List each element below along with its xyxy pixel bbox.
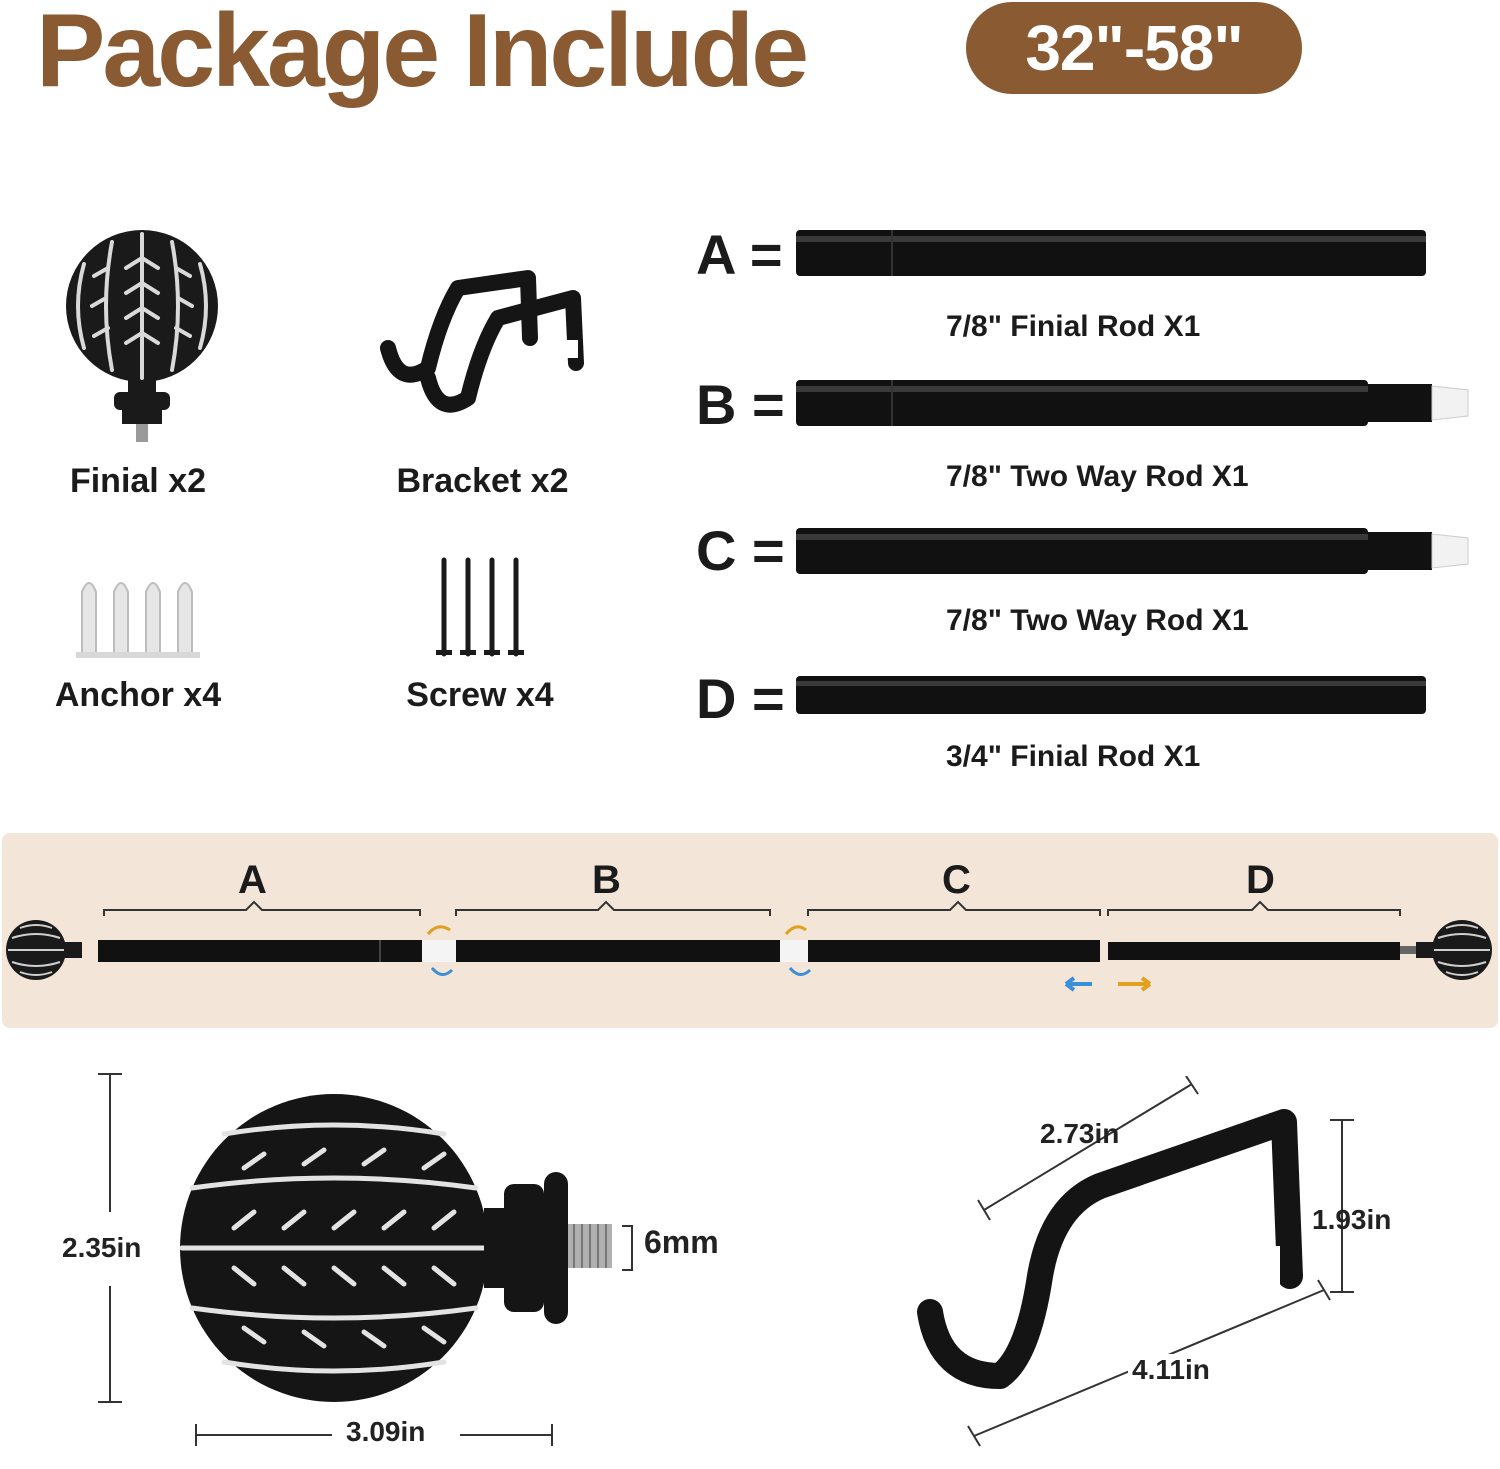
bracket-depth-label: 2.73in bbox=[1040, 1118, 1120, 1149]
segment-label-c: C bbox=[942, 858, 971, 902]
rod-c bbox=[796, 526, 1476, 576]
bracket-large-icon bbox=[900, 1076, 1420, 1456]
bracket-length-label: 4.11in bbox=[1128, 1354, 1214, 1386]
bracket-icon bbox=[378, 258, 608, 428]
rod-a bbox=[796, 228, 1436, 278]
rod-letter-b: B = bbox=[696, 373, 785, 436]
finial-thread-label: 6mm bbox=[644, 1224, 719, 1260]
rod-b bbox=[796, 378, 1476, 428]
finial-width-dimension-line bbox=[194, 1420, 554, 1450]
finial-height-label: 2.35in bbox=[62, 1232, 142, 1263]
size-badge: 32"-58" bbox=[966, 2, 1302, 94]
part-label-bracket: Bracket x2 bbox=[396, 462, 569, 500]
rod-caption-a: 7/8" Finial Rod X1 bbox=[946, 310, 1201, 343]
part-label-finial: Finial x2 bbox=[69, 462, 207, 500]
rod-letter-c: C = bbox=[696, 519, 785, 582]
rod-d bbox=[796, 674, 1436, 718]
anchor-icon bbox=[74, 572, 204, 660]
segment-label-a: A bbox=[238, 858, 267, 902]
screw-icon bbox=[432, 556, 528, 660]
page-title: Package Include bbox=[36, 0, 809, 109]
finial-large-icon bbox=[174, 1088, 644, 1428]
part-label-anchor: Anchor x4 bbox=[54, 676, 222, 714]
rod-caption-d: 3/4" Finial Rod X1 bbox=[946, 740, 1201, 773]
part-label-screw: Screw x4 bbox=[406, 676, 554, 714]
rod-caption-b: 7/8" Two Way Rod X1 bbox=[946, 460, 1249, 493]
rod-caption-c: 7/8" Two Way Rod X1 bbox=[946, 604, 1249, 637]
finial-height-dimension-line bbox=[90, 1072, 130, 1404]
segment-label-d: D bbox=[1246, 858, 1275, 902]
finial-width-label: 3.09in bbox=[346, 1416, 426, 1447]
segment-label-b: B bbox=[592, 858, 621, 902]
rod-letter-a: A = bbox=[696, 223, 783, 286]
bracket-height-label: 1.93in bbox=[1312, 1204, 1392, 1235]
assembled-rod bbox=[0, 900, 1500, 1000]
assembly-diagram bbox=[2, 833, 1498, 1028]
rod-letter-d: D = bbox=[696, 667, 785, 730]
finial-icon bbox=[62, 228, 222, 448]
